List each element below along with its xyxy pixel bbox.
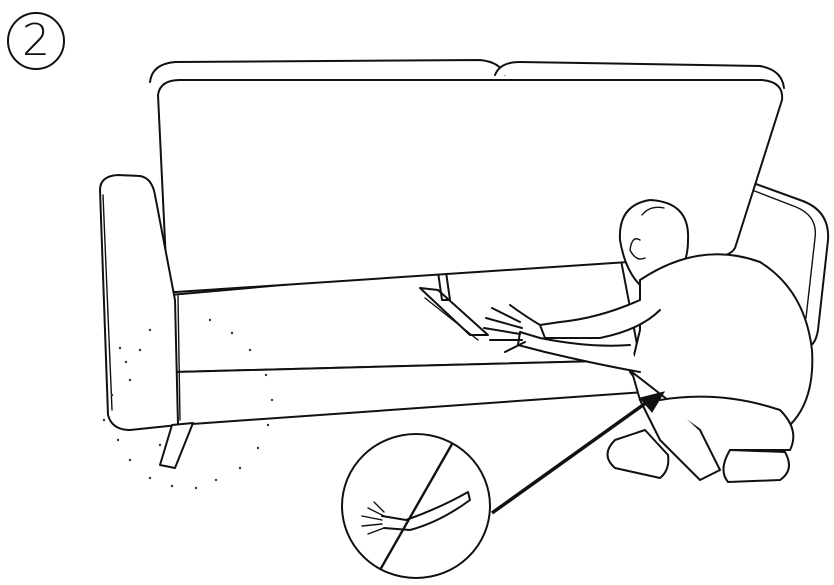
sofa-leg	[160, 423, 193, 468]
prohibition-sign	[342, 434, 490, 578]
